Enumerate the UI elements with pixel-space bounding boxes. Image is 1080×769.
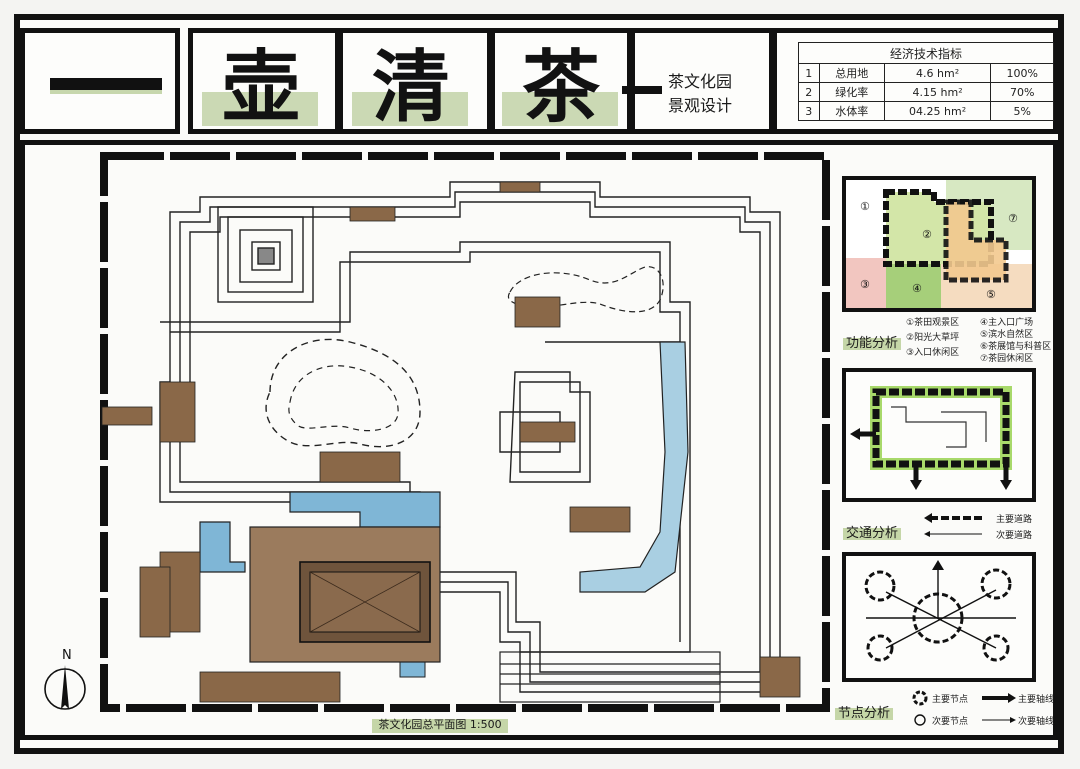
indicator-table: 经济技术指标 1 总用地 4.6 hm² 100% 2 绿化率 4.15 hm²… bbox=[798, 42, 1054, 121]
north-arrow-icon: N bbox=[44, 648, 86, 710]
north-label: N bbox=[62, 648, 72, 663]
traffic-legend-icons bbox=[924, 513, 982, 537]
traffic-diagram bbox=[850, 386, 1012, 490]
traffic-panel-label: 交通分析 bbox=[843, 522, 902, 541]
node-legend-main-axis: 主要轴线 bbox=[1018, 695, 1055, 705]
table-row: 1 总用地 4.6 hm² 100% bbox=[798, 63, 1054, 83]
row-name: 总用地 bbox=[818, 63, 885, 83]
plan-caption: 茶文化园总平面图 1:500 bbox=[372, 715, 508, 735]
tea-hall bbox=[249, 526, 441, 663]
node-legend-secondary-axis: 次要轴线 bbox=[1018, 717, 1055, 727]
function-panel-label: 功能分析 bbox=[843, 332, 902, 351]
zone-2-label: ② bbox=[922, 228, 932, 241]
zone-5-label: ⑤ bbox=[986, 288, 996, 301]
water-features bbox=[199, 341, 689, 678]
tea-field-path bbox=[507, 266, 664, 313]
row-pct: 70% bbox=[990, 82, 1054, 102]
function-legend-7: ⑦茶园休闲区 bbox=[980, 354, 1034, 364]
function-legend-1: ①茶田观景区 bbox=[906, 318, 960, 328]
traffic-legend-main: 主要道路 bbox=[996, 515, 1033, 525]
node-diagram bbox=[864, 560, 1016, 662]
function-legend-5: ⑤滨水自然区 bbox=[980, 330, 1034, 340]
site-boundary bbox=[100, 152, 830, 712]
table-header: 经济技术指标 bbox=[798, 42, 1054, 64]
square-pavilion bbox=[217, 206, 314, 303]
node-legend-secondary-node: 次要节点 bbox=[932, 717, 969, 727]
row-pct: 5% bbox=[990, 101, 1054, 121]
subtitle-dash bbox=[622, 86, 662, 94]
site-plan bbox=[100, 152, 830, 712]
subtitle-line-1: 茶文化园 bbox=[668, 72, 733, 91]
function-legend-3: ③入口休闲区 bbox=[906, 348, 960, 358]
zone-7-label: ⑦ bbox=[1008, 212, 1018, 225]
title-char-cha: 茶 bbox=[486, 30, 636, 133]
row-name: 水体率 bbox=[818, 101, 885, 121]
row-pct: 100% bbox=[990, 63, 1054, 83]
title-dash-left: 一 bbox=[50, 78, 162, 90]
traffic-analysis-panel bbox=[842, 368, 1036, 502]
node-legend-main-node: 主要节点 bbox=[932, 695, 969, 705]
function-legend-4: ④主入口广场 bbox=[980, 318, 1034, 328]
row-no: 1 bbox=[798, 63, 820, 83]
wood-decks bbox=[101, 181, 801, 703]
row-no: 2 bbox=[798, 82, 820, 102]
subtitle-box bbox=[630, 28, 774, 134]
table-header-row: 经济技术指标 bbox=[798, 42, 1054, 64]
title-char-hu: 壶 bbox=[186, 30, 336, 133]
function-legend-2: ②阳光大草坪 bbox=[906, 333, 960, 343]
entrance-steps bbox=[499, 651, 721, 703]
traffic-legend-secondary: 次要道路 bbox=[996, 531, 1033, 541]
function-legend-6: ⑥茶展馆与科普区 bbox=[980, 342, 1052, 352]
subtitle-line-2: 景观设计 bbox=[668, 96, 733, 115]
lawn-path bbox=[265, 338, 421, 448]
indicator-table-box: 经济技术指标 1 总用地 4.6 hm² 100% 2 绿化率 4.15 hm²… bbox=[780, 30, 1070, 132]
table-row: 2 绿化率 4.15 hm² 70% bbox=[798, 82, 1054, 102]
row-no: 3 bbox=[798, 101, 820, 121]
table-row: 3 水体率 04.25 hm² 5% bbox=[798, 101, 1054, 121]
row-value: 4.15 hm² bbox=[883, 82, 992, 102]
subtitle: 茶文化园 景观设计 bbox=[668, 70, 778, 118]
row-value: 4.6 hm² bbox=[883, 63, 992, 83]
row-name: 绿化率 bbox=[818, 82, 885, 102]
main-frame bbox=[20, 140, 1058, 740]
node-analysis-panel bbox=[842, 552, 1036, 682]
header: 一 壶 清 茶 茶文化园 景观设计 经济技术指标 1 总用地 4.6 hm² 1… bbox=[20, 20, 1058, 138]
node-panel-label: 节点分析 bbox=[835, 702, 894, 721]
title-char-qing: 清 bbox=[336, 30, 486, 133]
node-legend-icons bbox=[912, 690, 1016, 726]
function-analysis-panel: ① ② ③ ④ ⑤ ⑦ bbox=[842, 176, 1036, 312]
zone-4-label: ④ bbox=[912, 282, 922, 295]
row-value: 04.25 hm² bbox=[883, 101, 992, 121]
zone-3-label: ③ bbox=[860, 278, 870, 291]
function-zoning-diagram: ① ② ③ ④ ⑤ ⑦ bbox=[846, 180, 1032, 308]
zone-1-label: ① bbox=[860, 200, 870, 213]
